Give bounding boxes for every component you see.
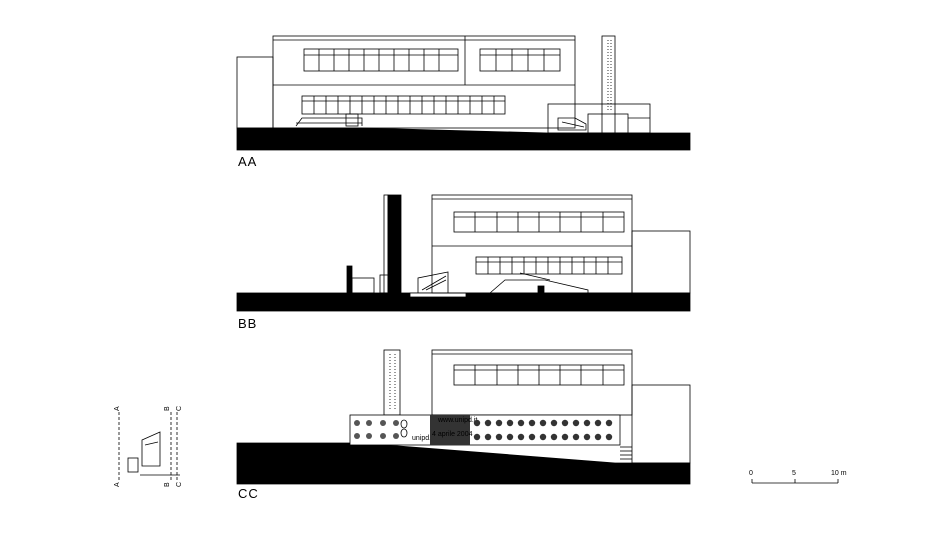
scale-label-10m: 10 m <box>831 470 847 477</box>
aa-right-annex <box>547 103 651 134</box>
banner-portraits <box>473 419 613 441</box>
banner-url-text: www.unipd.it <box>437 417 477 424</box>
cc-tower <box>383 349 401 416</box>
cc-right-annex <box>631 384 691 464</box>
scale-label-0: 0 <box>749 470 753 477</box>
aa-ground <box>236 127 691 151</box>
aa-lower-windows <box>301 95 506 115</box>
section-bb: BB <box>236 194 691 331</box>
section-aa: AA <box>236 35 691 169</box>
key-plan: A A B C B C <box>114 406 183 487</box>
bb-label: BB <box>238 316 257 331</box>
bb-main-building <box>431 194 633 294</box>
cc-stairs <box>620 446 632 460</box>
key-label-a-top: A <box>114 406 121 411</box>
key-label-b-bottom: B <box>164 482 171 487</box>
cc-label: CC <box>238 486 259 501</box>
aa-label: AA <box>238 154 257 169</box>
bb-lower-windows <box>475 256 623 275</box>
aa-main-building <box>272 35 576 129</box>
bb-right-annex <box>631 230 691 294</box>
aa-upper-windows-right <box>479 48 561 72</box>
cc-banner: unipd. it/ui www.unipd.it 4 aprile 2004 <box>349 414 621 446</box>
key-label-c-bottom: C <box>176 482 183 487</box>
banner-left-text: unipd. it/ui <box>412 435 444 442</box>
scale-bar: 0 5 10 m <box>749 470 847 484</box>
aa-upper-windows-left <box>303 48 459 72</box>
cc-upper-windows <box>453 364 625 386</box>
scale-label-5: 5 <box>792 470 796 477</box>
bb-upper-windows <box>453 211 625 233</box>
section-cc: unipd. it/ui www.unipd.it 4 aprile 2004 <box>236 349 691 501</box>
banner-date-text: 4 aprile 2004 <box>432 431 473 438</box>
key-label-a-bottom: A <box>114 482 121 487</box>
key-label-c-top: C <box>176 406 183 411</box>
cc-ground <box>236 442 691 485</box>
cc-main-building <box>431 349 633 416</box>
aa-left-block <box>236 56 274 129</box>
key-label-b-top: B <box>164 406 171 411</box>
aa-tower <box>601 35 616 134</box>
bb-tower <box>387 194 402 294</box>
